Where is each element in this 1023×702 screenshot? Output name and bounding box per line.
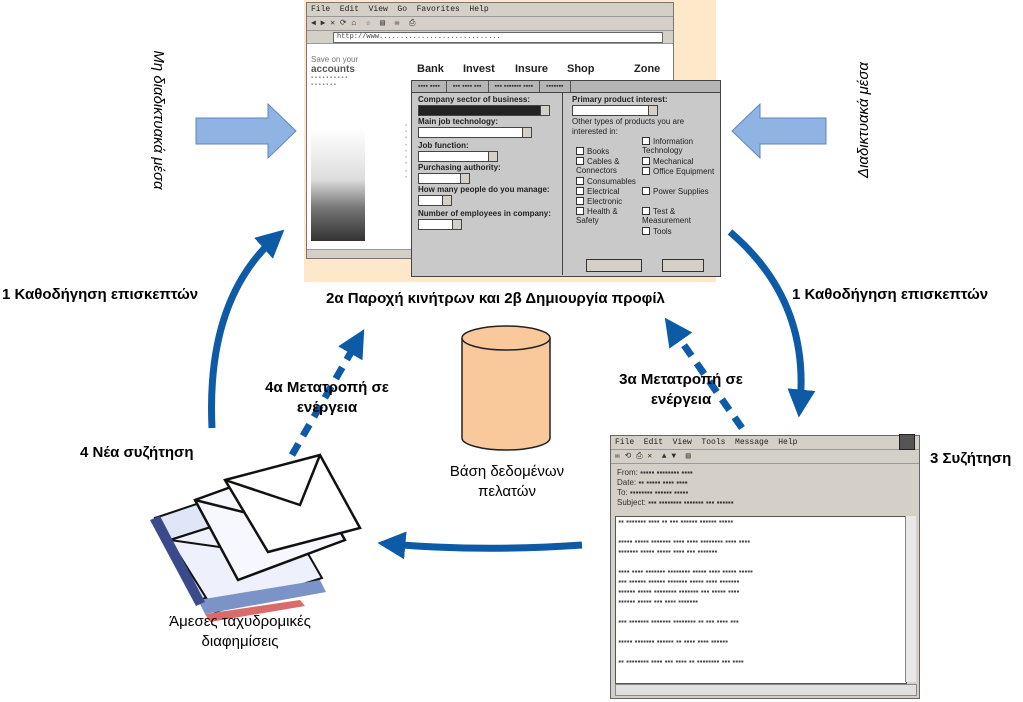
form-divider <box>562 93 563 275</box>
email-logo-icon <box>899 434 915 450</box>
interactive-media-label: Διαδικτυακά μέσα <box>855 62 872 178</box>
email-horizontal-scrollbar[interactable] <box>615 684 917 696</box>
visitor-guidance-right-arrow <box>727 229 816 418</box>
checkbox-test-measurement[interactable]: Test & Measurement <box>642 207 691 225</box>
address-bar[interactable]: http://www............................. <box>307 31 673 44</box>
cylinder-database-icon <box>461 325 551 451</box>
main-job-label: Main job technology: <box>418 117 498 126</box>
checkbox-consumables[interactable]: Consumables <box>576 177 636 186</box>
new-discussion-label: 4 Νέα συζήτηση <box>80 444 194 461</box>
conversion-4a-label: 4α Μετατροπή σε ενέργεια <box>265 379 389 416</box>
tab-form-4[interactable]: ▪▪▪▪▪▪▪ <box>540 81 571 92</box>
checkbox-books[interactable]: Books <box>576 147 609 156</box>
browser-toolbar: ◀ ▶ ✕ ⟳ ⌂ ☆ ▤ ✉ ⎙ <box>307 17 673 31</box>
conversion-3a-label: 3α Μετατροπή σε ενέργεια <box>619 371 743 408</box>
employees-select[interactable] <box>418 219 462 230</box>
email-body: ▪▪ ▪▪▪▪▪▪▪ ▪▪▪▪ ▪▪ ▪▪▪ ▪▪▪▪▪▪ ▪▪▪▪▪▪ ▪▪▪… <box>615 516 907 684</box>
customer-database-label: Βάση δεδομένων πελατών <box>449 463 565 500</box>
email-menubar: File Edit View Tools Message Help <box>611 436 919 450</box>
other-types-label: Other types of products you are interest… <box>572 117 685 136</box>
non-interactive-media-arrow <box>195 102 297 160</box>
envelopes-icon <box>150 453 362 622</box>
conversion-4a-arrow <box>288 329 365 457</box>
company-sector-select[interactable] <box>418 105 550 116</box>
primary-interest-select[interactable] <box>572 105 658 116</box>
nav-insure[interactable]: Insure <box>515 63 549 75</box>
interactive-media-arrow <box>731 102 827 160</box>
job-function-label: Job function: <box>418 141 469 150</box>
primary-interest-label: Primary product interest: <box>572 95 668 104</box>
profile-form-panel: ▪▪▪▪ ▪▪▪▪▪▪▪ ▪▪▪▪ ▪▪▪▪▪▪ ▪▪▪▪▪▪▪ ▪▪▪▪▪▪▪… <box>411 80 721 277</box>
checkbox-power-supplies[interactable]: Power Supplies <box>642 187 712 196</box>
visitor-guidance-right-label: 1 Καθοδήγηση επισκεπτών <box>792 286 989 303</box>
non-interactive-media-label: Μη διαδικτυακά μέσα <box>150 50 167 190</box>
email-headers: From: ▪▪▪▪▪ ▪▪▪▪▪▪▪▪ ▪▪▪▪ Date: ▪▪ ▪▪▪▪▪… <box>617 468 734 507</box>
discussion-to-mail-arrow <box>377 531 583 560</box>
discussion-label: 3 Συζήτηση <box>930 450 1012 467</box>
form-tabs: ▪▪▪▪ ▪▪▪▪▪▪▪ ▪▪▪▪ ▪▪▪▪▪▪ ▪▪▪▪▪▪▪ ▪▪▪▪▪▪▪… <box>412 81 720 93</box>
nav-shop[interactable]: Shop <box>567 63 595 75</box>
checkbox-electrical[interactable]: Electrical <box>576 187 619 196</box>
form-cancel-button[interactable] <box>662 259 704 272</box>
purchasing-select[interactable] <box>418 173 470 184</box>
tab-form-3[interactable]: ▪▪▪ ▪▪▪▪▪▪▪ ▪▪▪▪ <box>489 81 541 92</box>
accounts-text: accounts <box>311 64 355 75</box>
checkbox-office-equipment[interactable]: Office Equipment <box>642 167 716 176</box>
nav-invest[interactable]: Invest <box>463 63 495 75</box>
how-many-label: How many people do you manage: <box>418 185 550 194</box>
form-continue-button[interactable] <box>586 259 642 272</box>
nav-bank[interactable]: Bank <box>417 63 444 75</box>
email-toolbar: ✉ ⟲ ⎙ ✕ ▲ ▼ ▤ <box>611 450 919 464</box>
checkbox-electronic[interactable]: Electronic <box>576 197 622 206</box>
incentives-profile-label: 2α Παροχή κινήτρων και 2β Δημιουργία προ… <box>326 290 665 307</box>
checkbox-information-technology[interactable]: Information Technology <box>642 137 694 155</box>
main-job-select[interactable] <box>418 127 532 138</box>
company-sector-label: Company sector of business: <box>418 95 531 104</box>
email-window: File Edit View Tools Message Help ✉ ⟲ ⎙ … <box>610 434 920 699</box>
tab-form-2[interactable]: ▪▪▪ ▪▪▪▪ ▪▪▪ <box>447 81 489 92</box>
browser-menubar: File Edit View Go Favorites Help <box>307 3 673 17</box>
hero-photo <box>311 129 365 241</box>
employees-label: Number of employees in company: <box>418 209 551 218</box>
nav-zone[interactable]: Zone <box>634 63 661 75</box>
checkbox-health-safety[interactable]: Health & Safety <box>576 207 618 225</box>
checkbox-cables[interactable]: Cables & Connectors <box>576 157 620 175</box>
email-scrollbar[interactable] <box>905 516 916 682</box>
visitor-guidance-left-arrow <box>208 229 285 429</box>
direct-mail-ads-label: Άμεσες ταχυδρομικές διαφημίσεις <box>169 613 311 650</box>
job-function-select[interactable] <box>418 151 498 162</box>
checkbox-tools[interactable]: Tools <box>642 227 672 236</box>
tab-form-1[interactable]: ▪▪▪▪ ▪▪▪▪ <box>412 81 447 92</box>
purchasing-label: Purchasing authority: <box>418 163 501 172</box>
how-many-select[interactable] <box>418 195 452 206</box>
visitor-guidance-left-label: 1 Καθοδήγηση επισκεπτών <box>2 286 199 303</box>
checkbox-mechanical[interactable]: Mechanical <box>642 157 693 166</box>
